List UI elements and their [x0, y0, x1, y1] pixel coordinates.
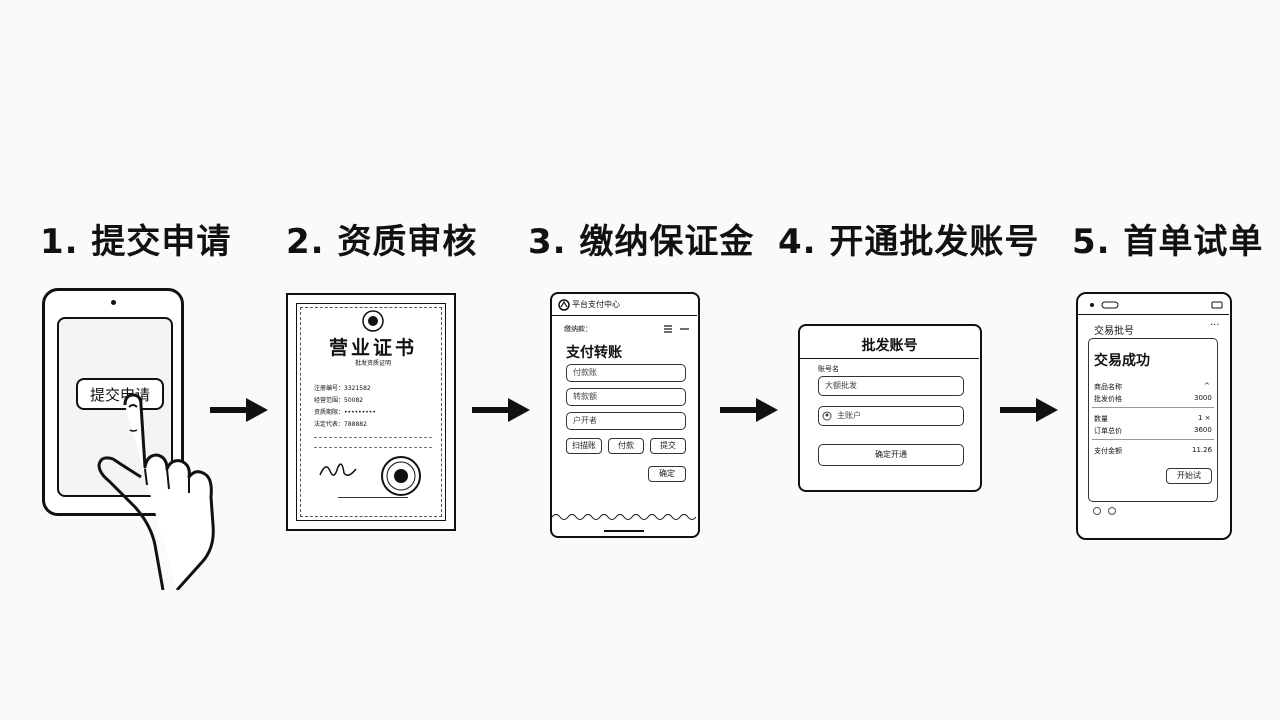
transaction-row-label: 商品名称 — [1094, 383, 1122, 391]
main-account-field[interactable]: 主账户 — [818, 406, 964, 426]
transaction-row-value: 3000 — [1194, 394, 1212, 402]
certificate-row: 注册编号：3321582 — [314, 385, 371, 392]
pointing-hand-icon — [97, 393, 215, 590]
payment-phone: 平台支付中心 缴纳款： 支付转账 付款账 转款额 户开者 扫描账 付款 提交 确… — [550, 292, 700, 538]
transaction-row-label: 数量 — [1094, 415, 1108, 423]
status-bar — [1090, 301, 1223, 309]
step-5-title: 5. 首单试单 — [1072, 222, 1264, 262]
scan-button[interactable]: 扫描账 — [566, 438, 602, 454]
wholesale-account-card: 批发账号 账号名 大额批发 主账户 确定开通 — [798, 324, 982, 492]
pagination-dots — [1093, 507, 1116, 515]
transaction-row-value: ^ — [1204, 382, 1210, 390]
certificate-subtitle: 批发资质证明 — [354, 360, 391, 367]
transaction-row-label: 订单总价 — [1094, 427, 1122, 435]
payment-header: 平台支付中心 — [572, 300, 620, 309]
account-name-label: 账号名 — [818, 365, 839, 373]
home-indicator — [604, 530, 644, 532]
step-1-title: 1. 提交申请 — [40, 222, 232, 262]
wholesale-type-field[interactable]: 大额批发 — [818, 376, 964, 396]
certificate-title: 营业证书 — [328, 337, 417, 359]
emblem-icon — [362, 310, 384, 332]
payer-account-field[interactable]: 付款账 — [566, 364, 686, 382]
transaction-row-label: 批发价格 — [1094, 395, 1122, 403]
payment-label: 缴纳款： — [564, 325, 592, 333]
step-3-title: 3. 缴纳保证金 — [528, 222, 755, 262]
signature-icon — [319, 463, 357, 476]
transaction-success-title: 交易成功 — [1094, 353, 1150, 369]
transaction-card — [1088, 338, 1218, 502]
certificate-row: 资质期限：••••••••• — [314, 409, 376, 416]
transaction-row-value: 11.26 — [1192, 446, 1213, 454]
menu-icon[interactable] — [662, 324, 692, 334]
confirm-button[interactable]: 确定 — [648, 466, 686, 482]
start-trial-button[interactable]: 开始试 — [1166, 468, 1212, 484]
account-holder-field[interactable]: 户开者 — [566, 412, 686, 430]
account-card-title: 批发账号 — [861, 338, 918, 354]
pay-button[interactable]: 付款 — [608, 438, 644, 454]
platform-logo-icon — [558, 299, 570, 311]
transaction-phone: 交易批号 ··· 交易成功 商品名称 ^ 批发价格 3000 数量 1 × 订单… — [1076, 292, 1232, 540]
certificate-row: 法定代表：788882 — [314, 421, 367, 428]
arrow-right-icon — [472, 398, 530, 422]
more-icon[interactable]: ··· — [1210, 320, 1220, 331]
submit-button[interactable]: 提交 — [650, 438, 686, 454]
user-icon — [822, 411, 832, 421]
arrow-right-icon — [1000, 398, 1058, 422]
amount-field[interactable]: 转款额 — [566, 388, 686, 406]
open-account-button[interactable]: 确定开通 — [818, 444, 964, 466]
transaction-row-value: 1 × — [1198, 414, 1211, 422]
arrow-right-icon — [720, 398, 778, 422]
official-seal-icon — [381, 456, 421, 496]
camera-icon — [111, 300, 116, 305]
payment-title: 支付转账 — [566, 345, 622, 361]
receipt-edge — [552, 514, 697, 520]
arrow-right-icon — [210, 398, 268, 422]
transaction-header: 交易批号 — [1094, 326, 1134, 337]
step-2-title: 2. 资质审核 — [286, 222, 478, 262]
certificate-row: 经营范围：50082 — [314, 397, 364, 404]
transaction-row-value: 3600 — [1194, 426, 1212, 434]
step-4-title: 4. 开通批发账号 — [778, 222, 1040, 262]
business-certificate: 营业证书 批发资质证明 注册编号：3321582 经营范围：50082 资质期限… — [286, 293, 456, 531]
transaction-row-label: 支付金额 — [1094, 447, 1122, 455]
